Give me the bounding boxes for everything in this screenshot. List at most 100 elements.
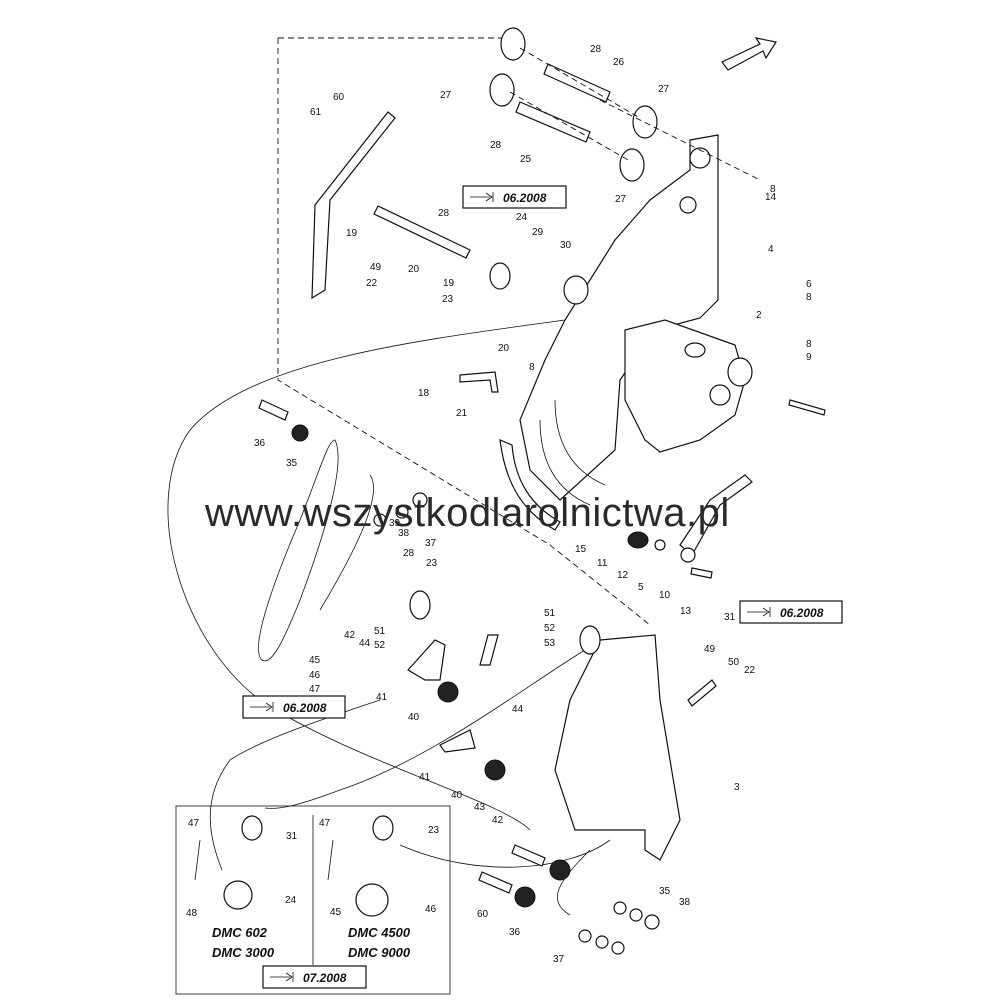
date-box-2: 06.2008 xyxy=(739,600,843,624)
callout-label: 28 xyxy=(590,44,602,55)
callout-label: 15 xyxy=(575,544,587,555)
model-inset-frame xyxy=(175,805,451,995)
sprocket-40-upper xyxy=(437,681,459,703)
callout-label: 8 xyxy=(529,362,535,373)
washer-39-top xyxy=(373,513,387,527)
gearbox-shaft xyxy=(709,384,731,406)
callout-label: 31 xyxy=(286,831,298,842)
washer-39-lower-b xyxy=(595,935,609,949)
loop-curve-5 xyxy=(557,849,591,916)
callout-label: 3 xyxy=(734,782,740,793)
callout-label: 9 xyxy=(806,352,812,363)
model-right-1: DMC 4500 xyxy=(348,925,411,940)
nut-37-lower xyxy=(644,914,660,930)
bolt-9 xyxy=(788,399,826,416)
sprocket-lower-a xyxy=(549,859,571,881)
callout-label: 60 xyxy=(477,909,489,920)
inset-chain-right xyxy=(327,839,334,881)
callout-label: 41 xyxy=(376,692,388,703)
callout-label: 40 xyxy=(408,712,420,723)
callout-label: 44 xyxy=(512,704,524,715)
callout-label: 44 xyxy=(359,638,371,649)
callout-label: 24 xyxy=(516,212,528,223)
callout-label: 8 xyxy=(806,339,812,350)
date-box-3-text: 06.2008 xyxy=(283,701,327,715)
callout-label: 37 xyxy=(425,538,437,549)
disc-23-lower xyxy=(409,590,431,620)
callout-label: 36 xyxy=(254,438,266,449)
disc-23 xyxy=(489,262,511,290)
gearbox-shaft-end xyxy=(727,357,753,387)
flange-27-a xyxy=(500,27,526,61)
gearbox-2 xyxy=(624,319,746,453)
callout-label: 23 xyxy=(426,558,438,569)
bolt-13 xyxy=(690,567,713,579)
callout-label: 31 xyxy=(724,612,736,623)
date-box-1: 06.2008 xyxy=(462,185,567,209)
callout-label: 48 xyxy=(186,908,198,919)
callout-label: 42 xyxy=(492,815,504,826)
direction-arrow-icon xyxy=(721,37,777,71)
callout-label: 41 xyxy=(419,772,431,783)
bolt-36-top xyxy=(258,399,289,421)
date-box-4-text: 07.2008 xyxy=(303,971,347,985)
gearbox-knob xyxy=(684,342,706,358)
washer-39-lower-c xyxy=(611,941,625,955)
callout-label: 6 xyxy=(806,279,812,290)
callout-label: 23 xyxy=(428,825,440,836)
callout-label: 51 xyxy=(374,626,386,637)
loop-curve-4 xyxy=(399,839,611,868)
callout-label: 30 xyxy=(560,240,572,251)
model-right-2: DMC 9000 xyxy=(348,945,411,960)
callout-label: 27 xyxy=(440,90,452,101)
washer-12 xyxy=(654,539,666,551)
callout-label: 19 xyxy=(443,278,455,289)
callout-label: 45 xyxy=(309,655,321,666)
scale-arc-15 xyxy=(499,439,561,531)
callout-label: 47 xyxy=(309,684,321,695)
callout-label: 20 xyxy=(498,343,510,354)
callout-label: 28 xyxy=(403,548,415,559)
callout-label: 23 xyxy=(442,294,454,305)
sprocket-35-top xyxy=(291,424,309,442)
bolt-lower-a xyxy=(511,844,546,867)
roller-11 xyxy=(627,531,649,549)
callout-label: 38 xyxy=(679,897,691,908)
shaft-25 xyxy=(515,101,591,143)
spring-left xyxy=(479,634,499,666)
date-box-2-text: 06.2008 xyxy=(780,606,824,620)
callout-label: 47 xyxy=(319,818,331,829)
flange-27-d xyxy=(619,148,645,182)
callout-label: 19 xyxy=(346,228,358,239)
callout-label: 50 xyxy=(728,657,740,668)
callout-label: 12 xyxy=(617,570,629,581)
lever-60 xyxy=(311,111,396,300)
callout-label: 2 xyxy=(756,310,762,321)
spring-right xyxy=(687,679,717,707)
callout-label: 14 xyxy=(765,192,777,203)
callout-label: 22 xyxy=(744,665,756,676)
washer-38-top xyxy=(395,505,409,519)
callout-label: 4 xyxy=(768,244,774,255)
callout-label: 61 xyxy=(310,107,322,118)
callout-label: 46 xyxy=(425,904,437,915)
callout-label: 35 xyxy=(286,458,298,469)
bracket-21 xyxy=(459,371,499,393)
sprocket-40-lower xyxy=(484,759,506,781)
callout-label: 8 xyxy=(806,292,812,303)
inset-hub-60 xyxy=(355,883,389,917)
callout-label: 37 xyxy=(553,954,565,965)
date-box-4: 07.2008 xyxy=(262,965,367,989)
callout-label: 28 xyxy=(438,208,450,219)
side-plate-3 xyxy=(554,634,681,861)
model-left-1: DMC 602 xyxy=(212,925,268,940)
callout-label: 52 xyxy=(544,623,556,634)
callout-label: 26 xyxy=(613,57,625,68)
callout-label: 53 xyxy=(544,638,556,649)
bracket-41-upper xyxy=(407,639,446,681)
bracket-41-lower xyxy=(439,729,476,753)
flange-27-b xyxy=(489,73,515,107)
washer-39-lower-a xyxy=(578,929,592,943)
flange-31 xyxy=(579,625,601,655)
